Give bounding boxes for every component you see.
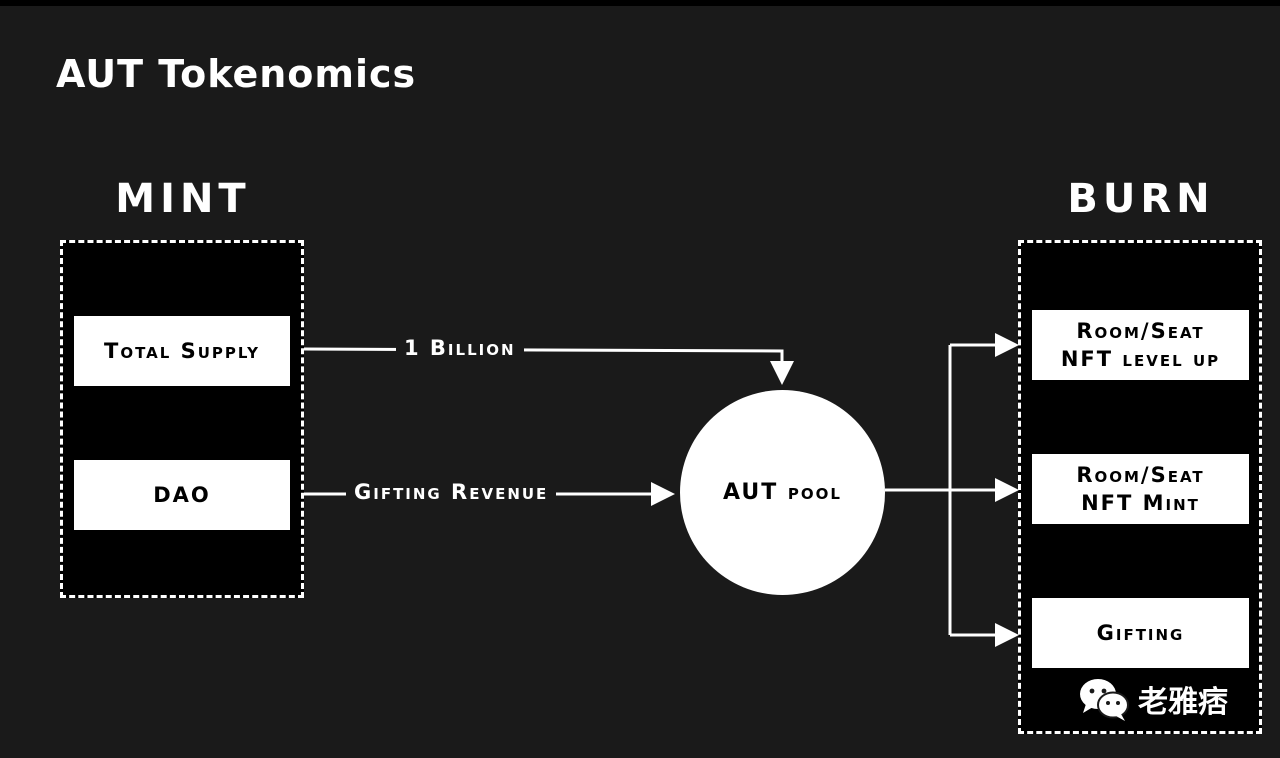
node-room-seat-nft-level-up: Room/Seat NFT level up (1032, 310, 1249, 380)
aut-pool-circle: AUT pool (680, 390, 885, 595)
node-room-seat-nft-mint: Room/Seat NFT Mint (1032, 454, 1249, 524)
wechat-icon (1080, 679, 1129, 721)
edge-label-1-billion: 1 Billion (396, 336, 524, 360)
mint-group-box (60, 240, 304, 598)
node-total-supply: Total Supply (74, 316, 290, 386)
node-line: NFT Mint (1081, 491, 1200, 515)
top-border (0, 0, 1280, 6)
node-line: Room/Seat (1076, 463, 1205, 487)
node-gifting: Gifting (1032, 598, 1249, 668)
edge-label-gifting-revenue: Gifting Revenue (346, 480, 557, 504)
watermark: 老雅痞 (1078, 676, 1228, 722)
burn-title: BURN (1067, 176, 1215, 222)
node-dao: DAO (74, 460, 290, 530)
edge-supply-to-pool (303, 347, 794, 385)
node-line: Room/Seat (1076, 319, 1205, 343)
mint-title: MINT (115, 176, 251, 222)
page-title: AUT Tokenomics (56, 52, 417, 96)
watermark-text: 老雅痞 (1138, 685, 1228, 720)
node-line: NFT level up (1060, 347, 1221, 371)
